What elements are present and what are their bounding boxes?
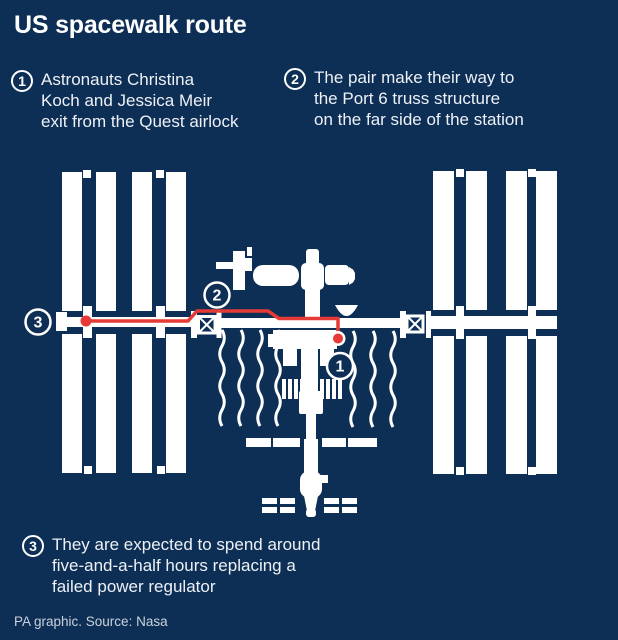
annotation-3-line: failed power regulator [52,577,216,596]
annotation-1-line: Koch and Jessica Meir [41,91,213,110]
annotation-1-line: Astronauts Christina [41,70,195,89]
annotation-3-number-badge: 3 [22,535,44,557]
annotation-2-number-badge: 2 [284,68,306,90]
annotation-1-text: Astronauts Christina Koch and Jessica Me… [41,69,238,132]
page-title: US spacewalk route [14,11,247,39]
diagram-marker-3: 3 [24,308,52,336]
rotary-joint-icon [191,311,222,338]
annotation-3-line: five-and-a-half hours replacing a [52,556,296,575]
source-credit: PA graphic. Source: Nasa [14,614,168,629]
svg-text:2: 2 [213,288,222,305]
annotation-2: 2 The pair make their way to the Port 6 … [284,67,544,130]
annotation-2-line: The pair make their way to [314,68,515,87]
route-end-dot [80,315,92,327]
radiator-lines-right [349,330,397,428]
annotation-3: 3 They are expected to spend around five… [22,534,362,597]
antenna-dish-icon [335,305,358,316]
diagram-marker-1: 1 [325,351,355,381]
svg-text:1: 1 [336,359,345,376]
route-start-dot [330,331,346,346]
annotation-1-line: exit from the Quest airlock [41,112,239,131]
upper-station-modules [216,247,355,319]
annotation-2-line: on the far side of the station [314,110,524,129]
lower-stack-modules [246,330,377,517]
annotation-2-line: the Port 6 truss structure [314,89,501,108]
annotation-3-line: They are expected to spend around [52,535,321,554]
annotation-1: 1 Astronauts Christina Koch and Jessica … [11,69,271,132]
rotary-joint-icon [400,311,431,338]
spacewalk-route-path [84,309,340,340]
right-solar-arrays [433,169,557,475]
diagram-marker-2: 2 [203,281,231,309]
annotation-3-text: They are expected to spend around five-a… [52,534,320,597]
annotation-1-number-badge: 1 [11,70,33,92]
svg-text:3: 3 [34,315,43,332]
annotation-2-text: The pair make their way to the Port 6 tr… [314,67,524,130]
